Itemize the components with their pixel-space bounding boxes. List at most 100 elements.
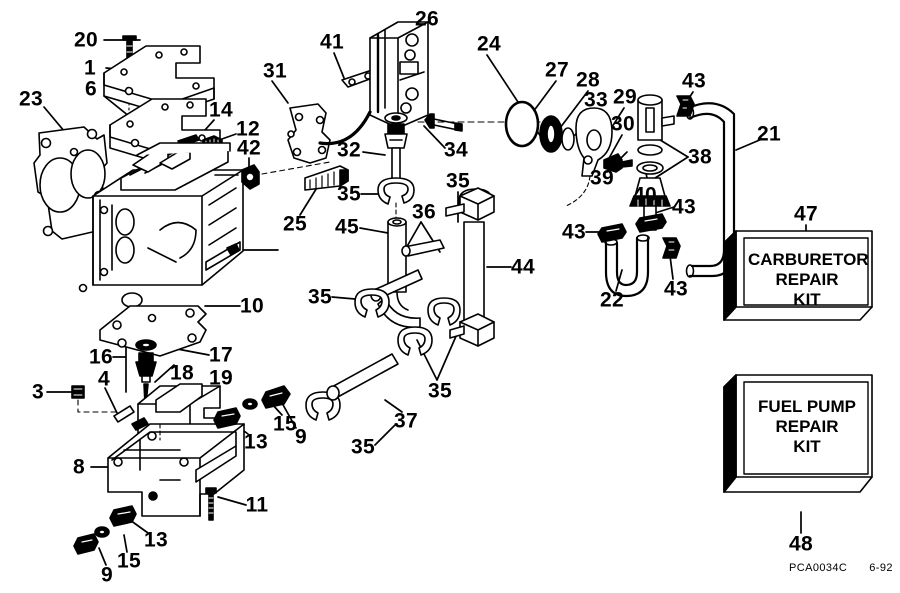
callout-35: 35 [337,182,361,206]
part-42-nozzle [241,164,260,190]
callout-16: 16 [89,345,113,369]
part-18-float-hinge [131,417,149,431]
part-38-fitting [637,94,675,141]
part-13-fitting [213,407,241,429]
part-30-screw [603,153,633,173]
callout-4: 4 [98,367,110,391]
kit-line: REPAIR [775,417,839,436]
callout-37: 37 [394,409,418,433]
kit-line: KIT [793,290,821,309]
callout-35: 35 [351,435,375,459]
callout-32: 32 [337,138,361,162]
part-28-diaphragm [539,115,563,153]
part-17-washer [135,339,157,351]
callout-30: 30 [611,112,635,136]
callout-35: 35 [308,285,332,309]
callout-3: 3 [32,380,44,404]
callout-21: 21 [757,122,781,146]
callout-22: 22 [600,288,624,312]
part-43-hose-clamp [597,223,627,243]
part-25-mixture-screw [304,165,349,191]
callout-35: 35 [446,169,470,193]
callout-15: 15 [117,549,141,573]
callout-20: 20 [74,28,98,52]
callout-23: 23 [19,87,43,111]
carburetor-repair-kit-label: CARBURETOR REPAIR KIT [748,250,869,310]
callout-35: 35 [428,379,452,403]
part-32-valve [384,112,408,183]
callout-42: 42 [237,136,261,160]
part-35-retaining-ring [354,288,390,318]
part-31-pump-gasket [287,103,331,164]
callout-19: 19 [209,366,233,390]
part-26-fuel-pump-body [369,21,429,129]
part-35-retaining-ring [377,177,415,205]
fuel-pump-repair-kit-box [723,374,873,493]
part-3-plug [71,385,85,399]
part-2-oring [121,292,143,308]
part-35-retaining-ring [397,326,433,356]
part-27-oring [504,100,540,148]
callout-43: 43 [682,69,706,93]
callout-9: 9 [101,563,113,587]
part-7-plug [226,243,240,256]
callout-40: 40 [633,183,657,207]
footer-part-code: PCA0034C [789,562,848,574]
part-35-retaining-ring [427,297,461,326]
callout-26: 26 [415,7,439,31]
kit-line: CARBURETOR [748,250,869,269]
callout-11: 11 [245,493,269,517]
fuel-pump-repair-kit-label: FUEL PUMP REPAIR KIT [748,397,866,457]
callout-39: 39 [590,166,614,190]
callout-14: 14 [209,98,233,122]
callout-25: 25 [283,212,307,236]
kit-line: REPAIR [775,270,839,289]
part-43-hose-clamp [676,95,695,117]
part-39-washer [637,144,663,156]
callout-41: 41 [320,30,344,54]
part-11-screw [205,487,217,521]
callout-43: 43 [672,195,696,219]
carburetor-repair-kit-box [723,230,873,321]
part-9-fitting [73,533,99,555]
callout-47: 47 [794,202,818,226]
part-37-link-rod [326,353,399,401]
callout-13: 13 [144,528,168,552]
callout-8: 8 [73,455,85,479]
drawing-footer: PCA0034C 6-92 [789,562,893,574]
callout-24: 24 [477,32,501,56]
callout-27: 27 [545,58,569,82]
callout-17: 17 [209,343,233,367]
callout-33: 33 [584,88,608,112]
part-43-hose-clamp [662,237,681,259]
part-43-hose-clamp [635,213,667,233]
callout-36: 36 [412,200,436,224]
callout-6: 6 [85,77,97,101]
callout-48: 48 [789,532,813,556]
callout-43: 43 [664,277,688,301]
part-9-fitting [261,385,291,409]
part-45-tube [387,217,409,311]
part-44-throttle-shaft [445,187,495,347]
callout-28: 28 [576,68,600,92]
footer-date-code: 6-92 [869,562,893,574]
part-4-float-pin [113,405,135,423]
callout-1: 1 [84,56,96,80]
carburetor-body [92,142,244,286]
kit-line: FUEL PUMP [758,397,856,416]
callout-38: 38 [688,145,712,169]
callout-34: 34 [444,138,468,162]
callout-45: 45 [335,215,359,239]
callout-43: 43 [562,220,586,244]
part-13-fitting [109,505,137,527]
callout-13: 13 [244,430,268,454]
callout-9: 9 [295,425,307,449]
part-8-float-bowl [107,423,245,517]
part-33-ring [561,127,575,151]
part-22-fuel-hose-u [604,234,650,298]
part-10-bowl-gasket [99,305,207,357]
callout-29: 29 [613,85,637,109]
kit-line: KIT [793,437,821,456]
